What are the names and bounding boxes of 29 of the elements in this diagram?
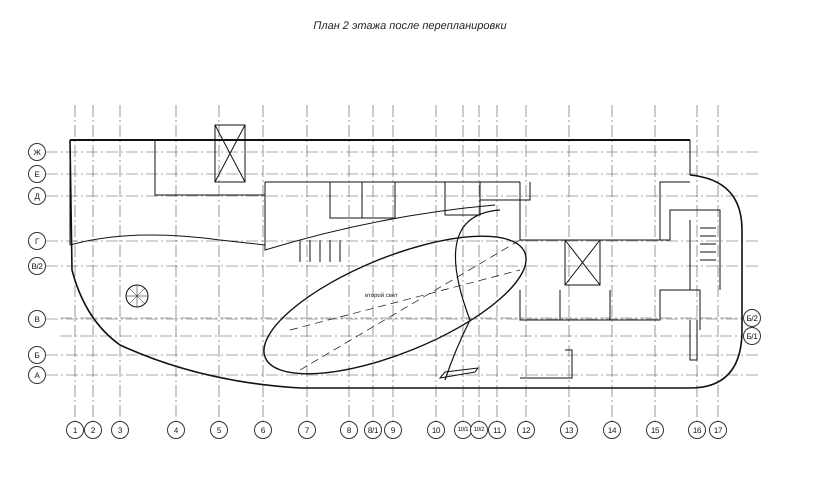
- axis-bubble: 8/1: [364, 421, 382, 439]
- axis-bubble: В/2: [28, 257, 46, 275]
- axis-bubble: 15: [646, 421, 664, 439]
- axis-bubble: 17: [709, 421, 727, 439]
- axis-bubble: Д: [28, 187, 46, 205]
- axis-bubble: 7: [298, 421, 316, 439]
- plan-title: План 2 этажа после перепланировки: [312, 20, 508, 32]
- axis-bubble: 4: [167, 421, 185, 439]
- axis-bubble: 11: [488, 421, 506, 439]
- axis-bubble: 3: [111, 421, 129, 439]
- axis-bubble: 13: [560, 421, 578, 439]
- axis-bubble: 12: [517, 421, 535, 439]
- axis-bubble: 1: [66, 421, 84, 439]
- axis-bubble: 5: [210, 421, 228, 439]
- axis-bubble: Ж: [28, 143, 46, 161]
- axis-bubble: В: [28, 310, 46, 328]
- axis-bubble: 10: [427, 421, 445, 439]
- axis-bubble: Б: [28, 346, 46, 364]
- axis-bubble: 9: [384, 421, 402, 439]
- axis-bubble: 16: [688, 421, 706, 439]
- axis-bubble: 6: [254, 421, 272, 439]
- axis-bubble: Г: [28, 232, 46, 250]
- axis-bubble: А: [28, 366, 46, 384]
- axis-bubble: 8: [340, 421, 358, 439]
- axis-bubble: 14: [603, 421, 621, 439]
- axis-bubble: Б/1: [743, 327, 761, 345]
- axis-bubble: Б/2: [743, 309, 761, 327]
- axis-bubble: Е: [28, 165, 46, 183]
- axis-bubble: 2: [84, 421, 102, 439]
